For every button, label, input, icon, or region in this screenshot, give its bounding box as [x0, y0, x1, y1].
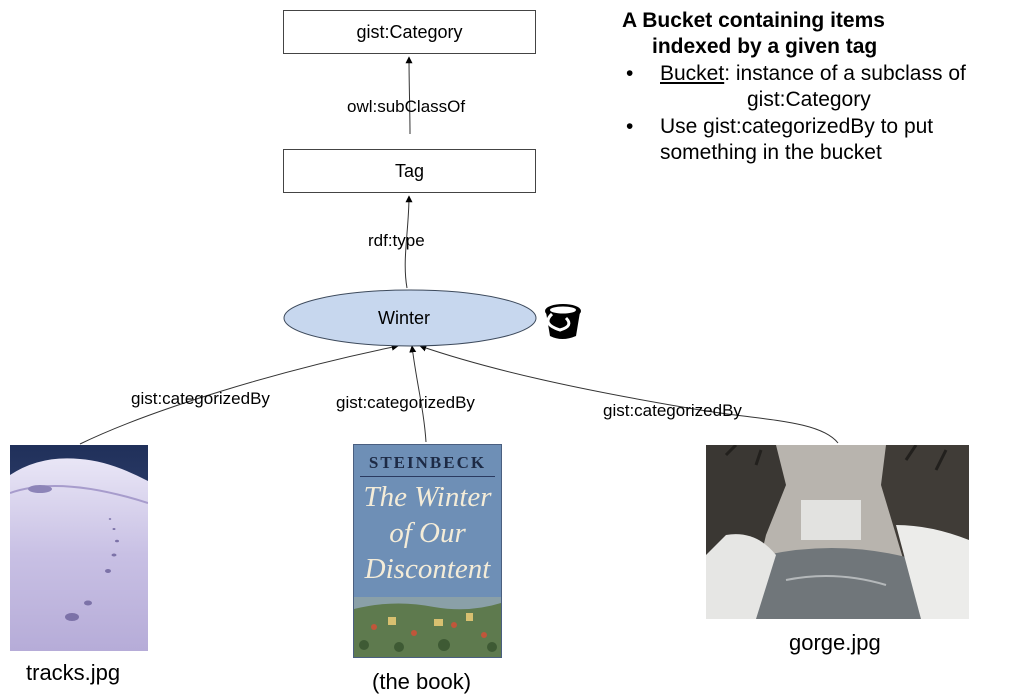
notes-bullet-2: • Use gist:categorizedBy to put somethin…: [622, 114, 1022, 165]
bullet1-rest: : instance of a subclass of: [724, 62, 966, 86]
notes-title-line2: indexed by a given tag: [652, 34, 878, 58]
book-caption: (the book): [372, 669, 472, 694]
bullet-dot: •: [626, 115, 634, 139]
tracks-caption: tracks.jpg: [26, 660, 121, 685]
book-title-line3: Discontent: [364, 553, 491, 585]
categorized-label-left: gist:categorizedBy: [131, 389, 270, 408]
tracks-photo: [10, 445, 148, 651]
categorized-edge-left: [79, 343, 399, 445]
notes-bullet-1: • Bucket: instance of a subclass of gist…: [622, 61, 1022, 112]
subclass-edge: [405, 56, 413, 135]
categorized-edge-mid: [409, 345, 427, 443]
book-title-line1: The Winter: [363, 481, 492, 513]
bullet1-term: Bucket: [660, 62, 725, 86]
book-cover: STEINBECK The Winter of Our Discontent: [353, 444, 502, 658]
book-title-line2: of Our: [389, 517, 466, 549]
winter-node-label: Winter: [378, 308, 431, 328]
gorge-caption: gorge.jpg: [789, 630, 881, 655]
gorge-photo: [706, 445, 969, 619]
categorized-label-right: gist:categorizedBy: [603, 401, 742, 420]
tag-node: Tag: [283, 149, 536, 193]
category-node: gist:Category: [283, 10, 536, 54]
tag-node-label: Tag: [394, 160, 425, 181]
categorized-edge-right: [419, 344, 839, 444]
category-node-label: gist:Category: [356, 21, 463, 42]
bullet2-line2: something in the bucket: [660, 141, 882, 165]
categorized-label-mid: gist:categorizedBy: [336, 393, 475, 412]
type-edge: [404, 195, 413, 289]
bullet2-line1: Use gist:categorizedBy to put: [660, 115, 934, 139]
bullet1-line2: gist:Category: [747, 87, 871, 111]
notes-panel: A Bucket containing items indexed by a g…: [622, 8, 1022, 166]
type-label: rdf:type: [368, 231, 425, 250]
bullet-dot: •: [626, 62, 634, 86]
book-author: STEINBECK: [368, 453, 487, 472]
subclass-label: owl:subClassOf: [347, 97, 466, 116]
notes-title-line1: A Bucket containing items: [622, 9, 885, 32]
